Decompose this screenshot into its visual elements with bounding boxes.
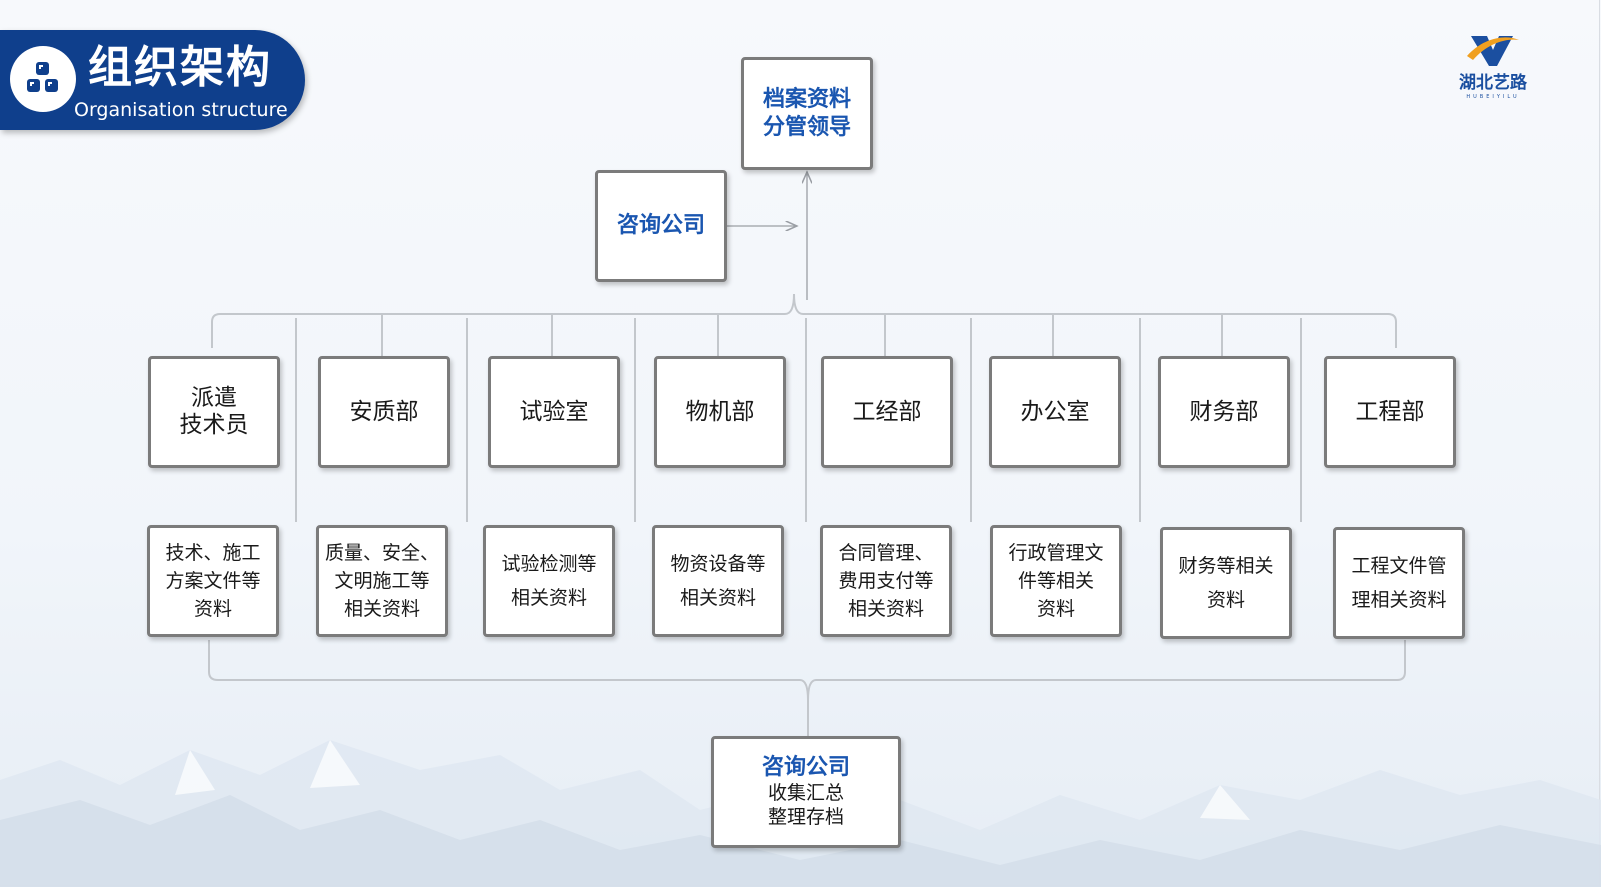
dept-label: 安质部 [349, 398, 419, 425]
doc-line: 资料 [1036, 598, 1075, 620]
doc-line: 费用支付等 [838, 570, 934, 592]
collection-archive-box: 咨询公司 收集汇总 整理存档 [711, 736, 901, 848]
consulting-company-box: 咨询公司 [595, 170, 727, 282]
doc-line: 合同管理、 [838, 542, 934, 564]
doc-line: 相关资料 [847, 598, 924, 620]
dept-box-engineering-economics: 工经部 [821, 356, 953, 468]
doc-box-technical: 技术、施工 方案文件等 资料 [147, 525, 279, 637]
logo-pinyin: HUBEIYILU [1466, 94, 1520, 100]
dept-label: 财务部 [1189, 398, 1259, 425]
dept-box-engineering: 工程部 [1324, 356, 1456, 468]
dept-box-finance: 财务部 [1158, 356, 1290, 468]
dept-label: 工程部 [1355, 398, 1425, 425]
dept-label: 工经部 [852, 398, 922, 425]
doc-line: 相关资料 [679, 587, 756, 609]
dept-box-dispatch-technician: 派遣 技术员 [148, 356, 280, 468]
logo-name: 湖北艺路 [1459, 73, 1527, 93]
doc-line: 资料 [193, 598, 232, 620]
doc-box-testing: 试验检测等 相关资料 [483, 525, 615, 637]
dept-label: 办公室 [1020, 398, 1090, 425]
doc-box-contracts: 合同管理、 费用支付等 相关资料 [820, 525, 952, 637]
doc-line: 资料 [1206, 589, 1245, 611]
doc-line: 财务等相关 [1178, 555, 1274, 577]
doc-line: 试验检测等 [501, 553, 597, 575]
doc-line: 工程文件管 [1351, 555, 1447, 577]
doc-line: 相关资料 [510, 587, 587, 609]
doc-box-administration: 行政管理文 件等相关 资料 [990, 525, 1122, 637]
doc-line: 质量、安全、 [324, 542, 439, 564]
doc-line: 理相关资料 [1351, 589, 1447, 611]
archive-leader-box: 档案资料 分管领导 [741, 57, 873, 170]
doc-line: 相关资料 [343, 598, 420, 620]
doc-box-quality-safety: 质量、安全、 文明施工等 相关资料 [316, 525, 448, 637]
dept-label: 试验室 [519, 398, 589, 425]
doc-line: 技术、施工 [165, 542, 261, 564]
doc-box-materials: 物资设备等 相关资料 [652, 525, 784, 637]
collection-line: 收集汇总 [767, 782, 844, 804]
doc-box-finance: 财务等相关 资料 [1160, 527, 1292, 639]
consulting-company-label: 咨询公司 [616, 213, 705, 238]
dept-box-office: 办公室 [989, 356, 1121, 468]
archive-leader-line-2: 分管领导 [762, 114, 851, 140]
page-subtitle: Organisation structure [74, 99, 288, 121]
collection-line: 整理存档 [767, 806, 844, 828]
dept-label-line: 派遣 [191, 385, 237, 411]
page-title: 组织架构 [88, 42, 272, 93]
doc-line: 物资设备等 [670, 553, 766, 575]
doc-line: 件等相关 [1017, 570, 1094, 592]
dept-box-quality-safety: 安质部 [318, 356, 450, 468]
title-banner: 组织架构 Organisation structure [0, 30, 305, 130]
company-logo: 湖北艺路 HUBEIYILU [1453, 30, 1533, 102]
dept-label: 物机部 [685, 398, 755, 425]
doc-box-engineering: 工程文件管 理相关资料 [1333, 527, 1465, 639]
dept-box-materials-machinery: 物机部 [654, 356, 786, 468]
archive-leader-line-1: 档案资料 [762, 86, 851, 112]
blocks-icon [10, 46, 76, 112]
doc-line: 文明施工等 [334, 570, 430, 592]
doc-line: 方案文件等 [165, 570, 261, 592]
collection-title: 咨询公司 [761, 755, 850, 780]
logo-mark-icon [1467, 36, 1519, 66]
dept-label-line: 技术员 [179, 412, 249, 438]
dept-box-laboratory: 试验室 [488, 356, 620, 468]
doc-line: 行政管理文 [1008, 542, 1104, 564]
